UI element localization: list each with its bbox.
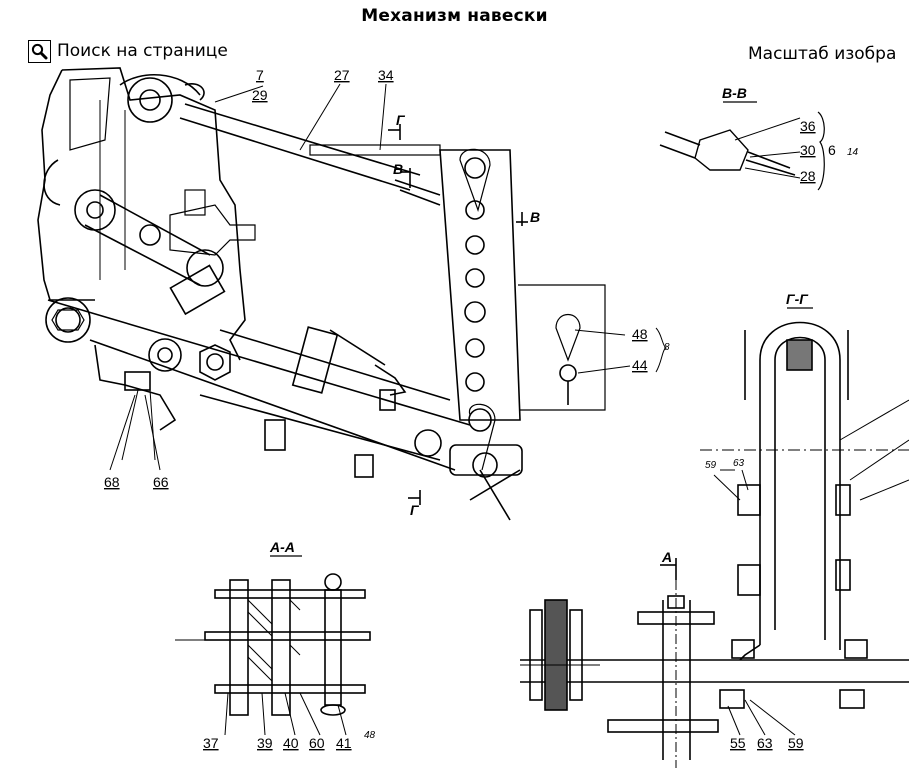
callout-group-6: 6: [828, 142, 836, 158]
section-label-g-g: Г-Г: [786, 291, 809, 307]
callout-37: 37: [203, 735, 219, 751]
section-label-a-a: А-А: [269, 539, 295, 555]
callout-27: 27: [334, 67, 350, 83]
detail-g-g: [520, 307, 909, 768]
magnifier-icon: [28, 39, 51, 63]
callout-59-upper: 59: [705, 460, 717, 471]
callout-39: 39: [257, 735, 273, 751]
callout-48: 48: [632, 326, 648, 342]
section-mark-a: А: [661, 549, 672, 565]
callout-group-14: 14: [847, 147, 859, 158]
section-label-b-b: В-В: [722, 85, 747, 101]
section-marks: [388, 124, 677, 580]
callout-29: 29: [252, 87, 268, 103]
callout-28: 28: [800, 168, 816, 184]
callout-55: 55: [730, 735, 746, 751]
section-mark-b-left: В: [393, 161, 403, 177]
callout-60: 60: [309, 735, 325, 751]
leaders: [109, 83, 796, 736]
callout-44: 44: [632, 357, 648, 373]
callout-59: 59: [788, 735, 804, 751]
scale-control[interactable]: Масштаб изобра: [748, 40, 909, 66]
scale-label: Масштаб изобра: [748, 44, 897, 64]
section-mark-g-top: Г: [396, 112, 406, 128]
callout-7: 7: [256, 67, 264, 83]
callout-34: 34: [378, 67, 394, 83]
section-mark-b-right: В: [530, 209, 540, 225]
callout-40: 40: [283, 735, 299, 751]
callout-36: 36: [800, 118, 816, 134]
callout-41: 41: [336, 735, 352, 751]
page-search-button[interactable]: Поиск на странице: [28, 38, 228, 64]
main-view: [37, 67, 606, 521]
page-title: Механизм навески: [361, 6, 548, 26]
callout-group-8: 8: [664, 342, 670, 353]
callout-48-lower: 48: [364, 730, 376, 741]
detail-b-b: [659, 101, 825, 191]
callout-68: 68: [104, 474, 120, 490]
page-search-label: Поиск на странице: [57, 41, 228, 61]
detail-a-a: [175, 555, 371, 716]
callout-66: 66: [153, 474, 169, 490]
callout-63-upper: 63: [733, 458, 745, 469]
callout-30: 30: [800, 142, 816, 158]
section-mark-g-bottom: Г: [410, 502, 420, 518]
callout-63: 63: [757, 735, 773, 751]
